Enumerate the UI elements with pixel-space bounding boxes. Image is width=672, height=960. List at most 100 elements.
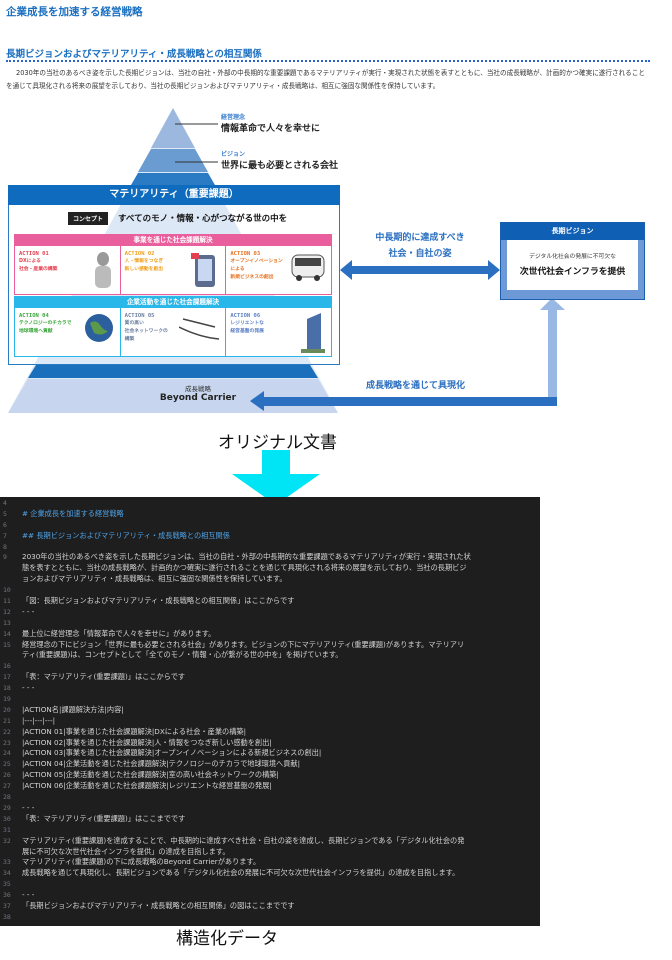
action-name: ACTION 03 (230, 251, 261, 257)
line-text: 成長戦略を通じて具現化し、長期ビジョンである「デジタル化社会の発展に不可欠な次世… (22, 868, 460, 878)
line-text: |ACTION 06|企業活動を通じた社会課題解決|レジリエントな経営基盤の発展… (22, 781, 272, 791)
materiality-title: マテリアリティ（重要課題） (8, 185, 340, 205)
line-text: |ACTION 04|企業活動を通じた社会課題解決|テクノロジーのチカラで地球環… (22, 759, 301, 769)
editor-line: 33 マテリアリティ(重要課題)の下に成長戦略のBeyond Carrierがあり… (0, 857, 540, 868)
line-number: 22 (3, 727, 11, 736)
robot-icon (94, 252, 111, 288)
editor-line: ティ(重要課題)は、コンセプトとして「全てのモノ・情報・心が繋がる世の中を」を掲… (0, 650, 540, 661)
action-desc: 人・情報をつなぎ (124, 259, 164, 264)
editor-line: 7## 長期ビジョンおよびマテリアリティ・成長戦略との相互関係 (0, 531, 540, 542)
line-number: 9 (3, 553, 7, 562)
long-vision-main: 次世代社会インフラを提供 (519, 267, 626, 277)
editor-line: 10 (0, 585, 540, 596)
line-number: 6 (3, 520, 7, 529)
editor-line: 11「図：長期ビジョンおよびマテリアリティ・成長戦略との相互関係」はここからです (0, 596, 540, 607)
vision-text: 世界に最も必要とされる会社 (221, 161, 339, 171)
action-desc: 経営基盤の発展 (230, 329, 264, 334)
action-card: ACTION 01 DXによる社会・産業の構築 (15, 246, 120, 294)
action-desc: 社会・産業の構築 (19, 267, 58, 272)
line-text: 最上位に経営理念「情報革命で人々を幸せに」があります。 (22, 628, 216, 638)
action-name: ACTION 01 (19, 251, 49, 257)
line-text: 「表：マテリアリティ(重要課題)」はここからです (22, 672, 186, 682)
cyan-down-arrow-icon (232, 474, 320, 505)
growth-strategy: 成長戦略 Beyond Carrier (148, 383, 248, 403)
mid-term-line1: 中長期的に達成すべき (375, 233, 465, 243)
action-desc: レジリエントな (230, 321, 264, 326)
line-number: 37 (3, 901, 11, 910)
smartphone-icon (191, 253, 216, 287)
editor-line: 12- - - (0, 607, 540, 618)
line-number: 19 (3, 695, 11, 704)
editor-line: 24|ACTION 03|事業を通じた社会課題解決|オープンイノベーションによる… (0, 748, 540, 759)
vision-label-group: ビジョン 世界に最も必要とされる会社 (221, 149, 338, 171)
pyramid-materiality-tier (131, 173, 215, 185)
editor-line: 26|ACTION 05|企業活動を通じた社会課題解決|室の高い社会ネットワーク… (0, 770, 540, 781)
line-text: |ACTION 01|事業を通じた社会課題解決|DXによる社会・産業の構築| (22, 726, 247, 736)
line-text: |ACTION 02|事業を通じた社会課題解決|人・情報をつなぎ新しい感動を創出… (22, 737, 272, 747)
line-number: 31 (3, 825, 11, 834)
long-vision-box: 長期ビジョン デジタル化社会の発展に不可欠な 次世代社会インフラを提供 (500, 222, 645, 300)
editor-line: 27|ACTION 06|企業活動を通じた社会課題解決|レジリエントな経営基盤の… (0, 781, 540, 792)
realize-arrow (250, 298, 565, 411)
document-paragraph: 2030年の当社のあるべき姿を示した長期ビジョンは、当社の自社・外部の中長期的な… (6, 69, 645, 90)
line-text: - - - (22, 606, 35, 616)
line-number: 23 (3, 738, 11, 747)
line-text: 「表：マテリアリティ(重要課題)」はここまでです (22, 813, 186, 823)
editor-line: 35 (0, 879, 540, 890)
bus-icon (291, 254, 325, 281)
realize-label: 成長戦略を通じて具現化 (366, 381, 466, 391)
editor-line: 6 (0, 520, 540, 531)
line-number: 38 (3, 912, 11, 921)
line-number: 33 (3, 858, 11, 867)
line-number (0, 847, 22, 858)
philosophy-label-group: 経営理念 情報革命で人々を幸せに (221, 112, 320, 134)
line-number: 8 (3, 542, 7, 551)
editor-line: 22 |ACTION 01|事業を通じた社会課題解決|DXによる社会・産業の構築| (0, 727, 540, 738)
editor-line: 19 (0, 694, 540, 705)
editor-line: 20 |ACTION名|課題解決方法|内容| (0, 705, 540, 716)
action-image (179, 313, 220, 347)
line-text: マテリアリティ(重要課題)を達成することで、中長期的に達成すべき社会・自社の姿を… (22, 835, 465, 845)
line-text: - - - (22, 802, 35, 812)
action-desc: 社会ネットワークの (124, 329, 168, 334)
editor-line: 17「表：マテリアリティ(重要課題)」はここからです (0, 672, 540, 683)
line-text: |ACTION名|課題解決方法|内容| (22, 704, 124, 714)
action-desc: 構築 (124, 337, 135, 342)
mid-term-label: 中長期的に達成すべき 社会・自社の姿 (360, 230, 480, 262)
line-number: 26 (3, 771, 11, 780)
line-text: - - - (22, 890, 35, 900)
action-desc: 新しい感動を創出 (124, 267, 164, 272)
long-vision-title: 長期ビジョン (501, 223, 644, 240)
action-image (191, 251, 219, 293)
action-name: ACTION 05 (124, 313, 155, 319)
line-text: マテリアリティ(重要課題)の下に成長戦略のBeyond Carrierがあります… (22, 857, 261, 867)
editor-line: 36- - - (0, 890, 540, 901)
editor-line: ョンおよびマテリアリティ・成長戦略は、相互に強固な関係性を保持しています。 (0, 574, 540, 585)
building-icon (301, 313, 326, 353)
document-subtitle: 長期ビジョンおよびマテリアリティ・成長戦略との相互関係 (6, 49, 262, 60)
action-desc: オープンイノベーション (230, 259, 283, 264)
line-number: 30 (3, 814, 11, 823)
line-number (0, 574, 22, 585)
action-desc: による (230, 267, 245, 272)
editor-line: 4 (0, 498, 540, 509)
long-vision-sub: デジタル化社会の発展に不可欠な (529, 254, 616, 260)
vision-label: ビジョン (221, 151, 246, 158)
action-name: ACTION 04 (19, 313, 49, 319)
line-number: 25 (3, 760, 11, 769)
action-desc: DXによる (19, 259, 41, 264)
line-number: 7 (3, 531, 7, 540)
line-text: |ACTION 03|事業を通じた社会課題解決|オープンイノベーションによる新規… (22, 748, 322, 758)
globe-icon (84, 314, 113, 342)
growth-name: Beyond Carrier (159, 393, 237, 403)
action-image (92, 251, 114, 293)
line-number: 20 (3, 705, 11, 714)
structured-caption: 構造化データ (176, 929, 278, 949)
line-number: 28 (3, 793, 11, 802)
